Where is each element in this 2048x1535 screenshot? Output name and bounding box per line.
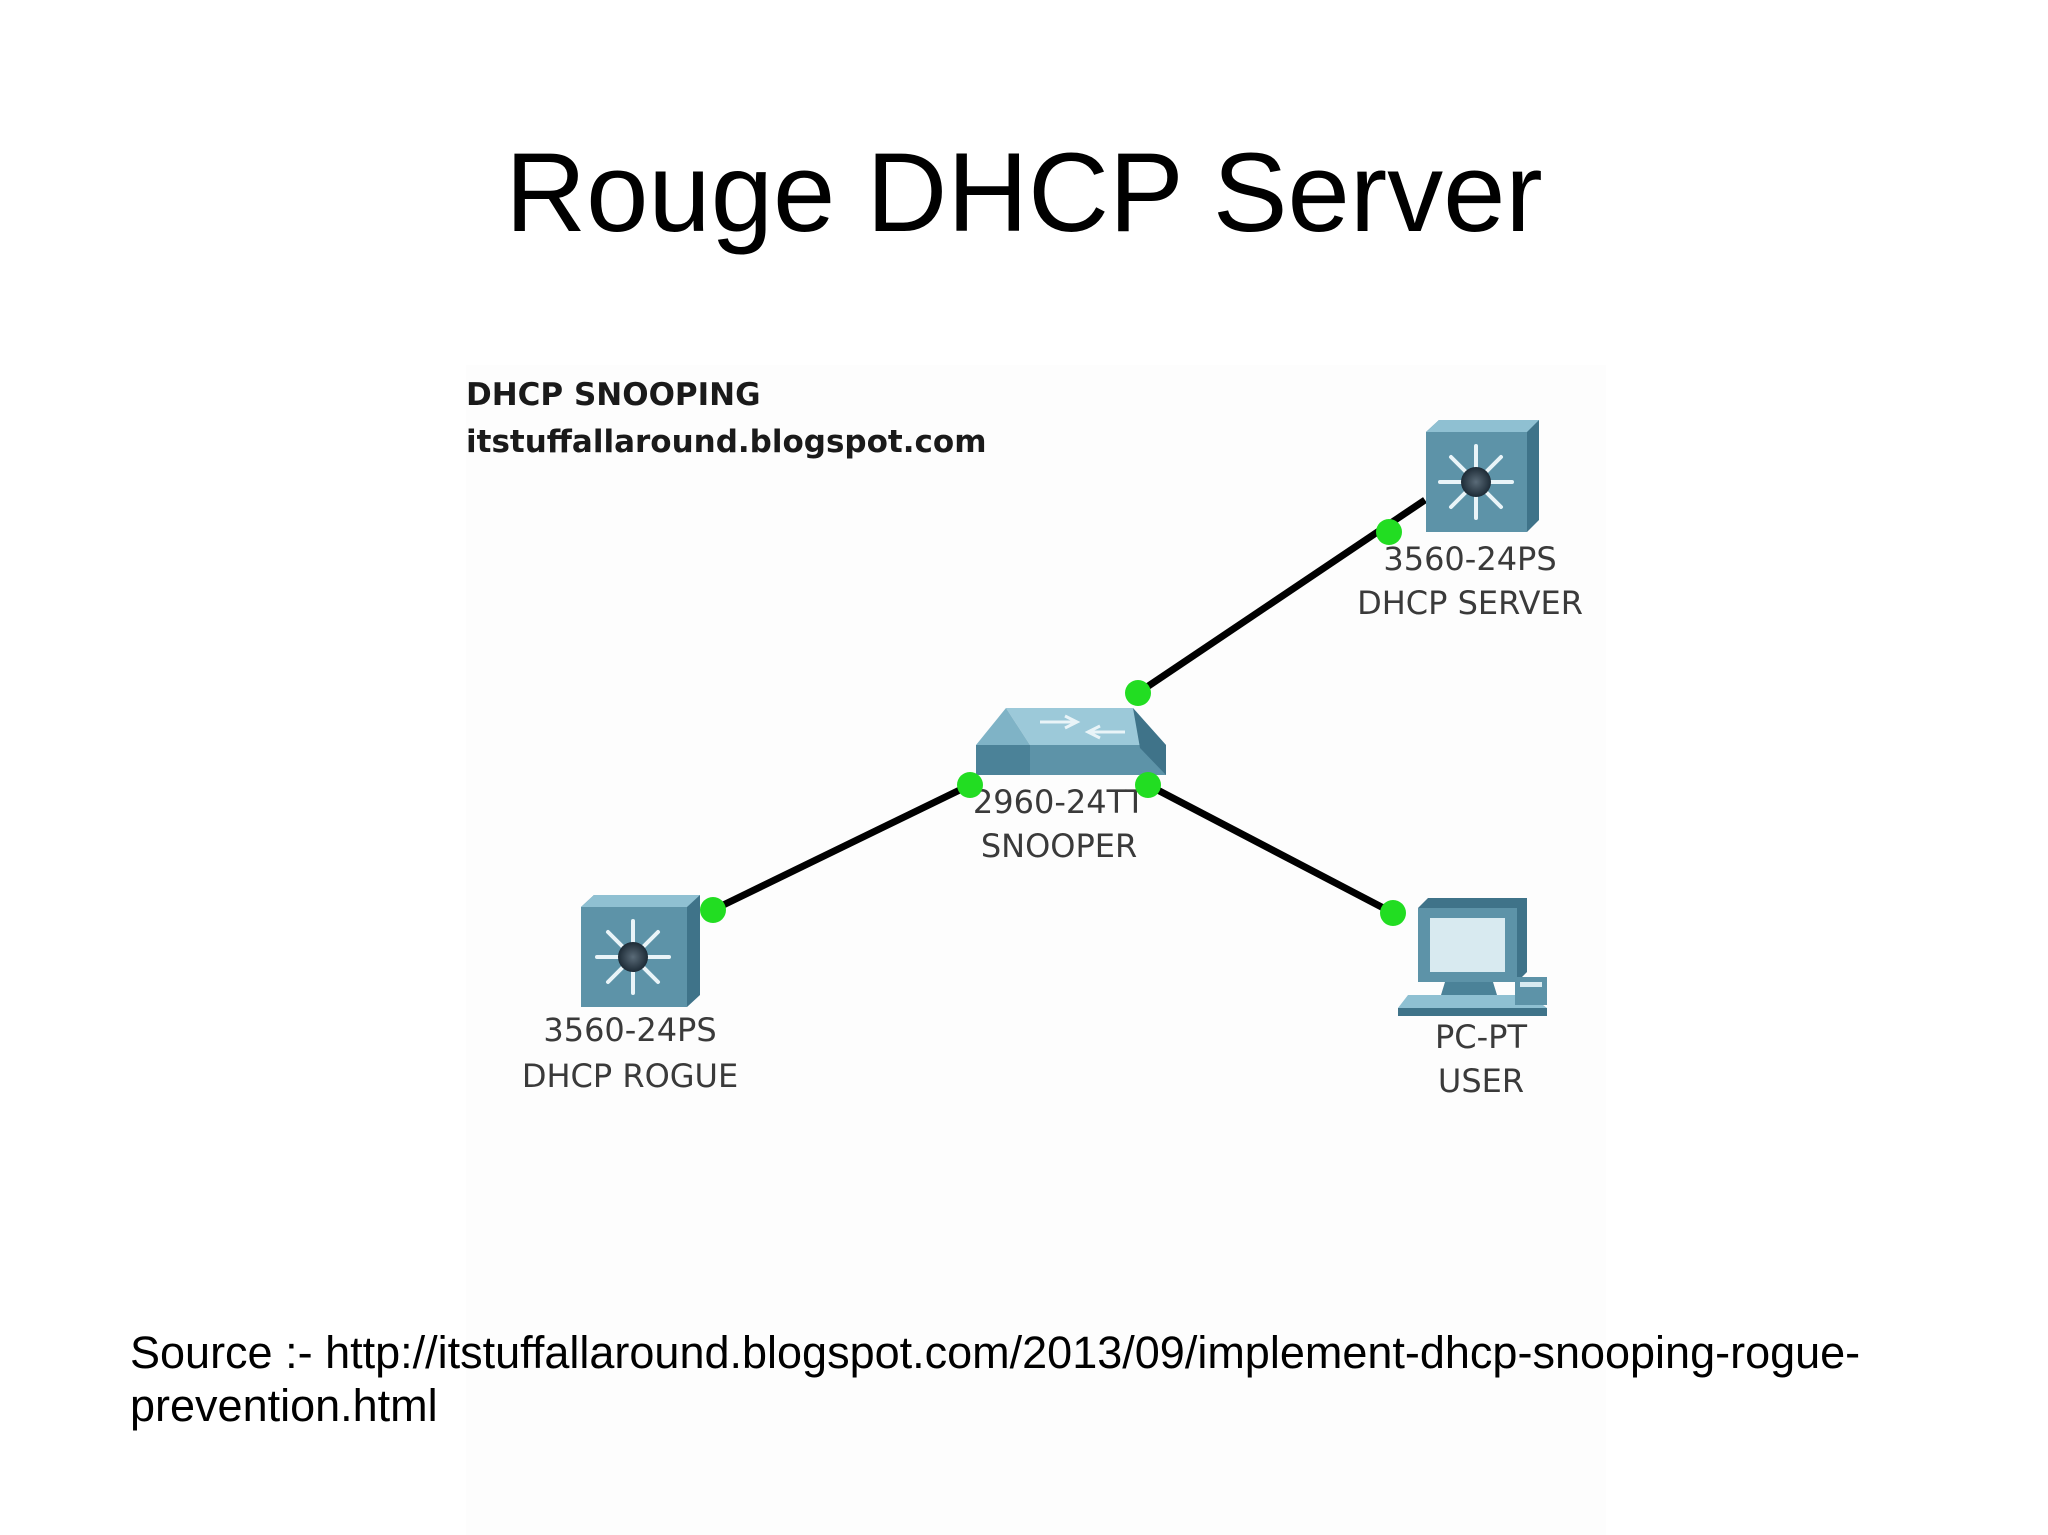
user-model: PC-PT [1435,1018,1527,1056]
link-snooper-dhcp-rogue [711,781,972,914]
dhcp-server-node: 3560-24PS DHCP SERVER [1357,420,1583,622]
port-indicators [700,519,1406,926]
port-indicator [1380,900,1406,926]
link-snooper-user [1146,781,1395,917]
port-indicator [957,772,983,798]
snooper-name: SNOOPER [981,827,1137,865]
snooper-node: 2960-24TT SNOOPER [973,708,1166,865]
diagram-header-title: DHCP SNOOPING [466,377,761,413]
port-indicator [1135,772,1161,798]
dhcp-rogue-model: 3560-24PS [543,1011,716,1049]
dhcp-server-name: DHCP SERVER [1357,584,1583,622]
dhcp-rogue-node: 3560-24PS DHCP ROGUE [522,895,738,1095]
dhcp-rogue-name: DHCP ROGUE [522,1057,738,1095]
snooper-model: 2960-24TT [973,783,1146,821]
port-indicator [1376,519,1402,545]
slide-title: Rouge DHCP Server [505,130,1543,255]
pc-icon [1398,898,1547,1016]
multilayer-switch-icon [1426,420,1539,532]
port-indicator [1125,680,1151,706]
source-note: Source :- http://itstuffallaround.blogsp… [130,1327,1861,1431]
workgroup-switch-icon [976,708,1166,775]
user-node: PC-PT USER [1398,898,1547,1100]
dhcp-server-model: 3560-24PS [1383,540,1556,578]
port-indicator [700,897,726,923]
diagram-header-url: itstuffallaround.blogspot.com [466,424,987,460]
user-name: USER [1438,1062,1524,1100]
multilayer-switch-icon [581,895,700,1007]
